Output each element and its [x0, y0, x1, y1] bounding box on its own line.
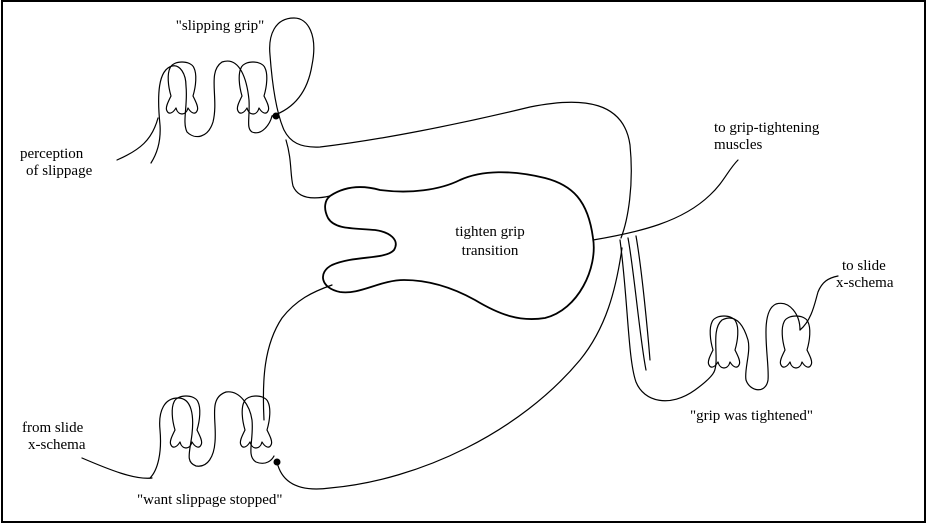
label-want-stopped: "want slippage stopped": [137, 492, 283, 509]
label-perception-1: perception: [20, 146, 83, 163]
to-slide-arc: [800, 276, 838, 330]
double-line-2: [636, 236, 650, 360]
perception-arc: [117, 118, 158, 160]
label-transition-1: tighten grip: [440, 224, 540, 241]
want-slippage-place: [150, 392, 281, 478]
slip-down-arc: [286, 140, 330, 198]
label-from-slide-1: from slide: [22, 420, 83, 437]
label-perception-2: of slippage: [26, 163, 92, 180]
label-to-grip-2: muscles: [714, 137, 762, 154]
label-to-grip-1: to grip-tightening: [714, 120, 819, 137]
label-grip-tightened: "grip was tightened": [690, 408, 813, 425]
label-from-slide-2: x-schema: [28, 437, 85, 454]
to-grip-tightened-arc: [620, 240, 714, 401]
label-slipping-grip: "slipping grip": [150, 18, 290, 35]
want-bottom-arc: [277, 248, 622, 489]
to-muscles-arc: [593, 160, 738, 240]
want-up-arc: [263, 285, 332, 420]
label-to-slide-1: to slide: [842, 258, 886, 275]
label-transition-2: transition: [440, 243, 540, 260]
grip-tightened-place: [708, 303, 811, 389]
label-to-slide-2: x-schema: [836, 275, 893, 292]
slipping-grip-place: [151, 61, 280, 163]
slip-top-arc: [270, 18, 632, 238]
from-slide-arc: [82, 458, 152, 478]
